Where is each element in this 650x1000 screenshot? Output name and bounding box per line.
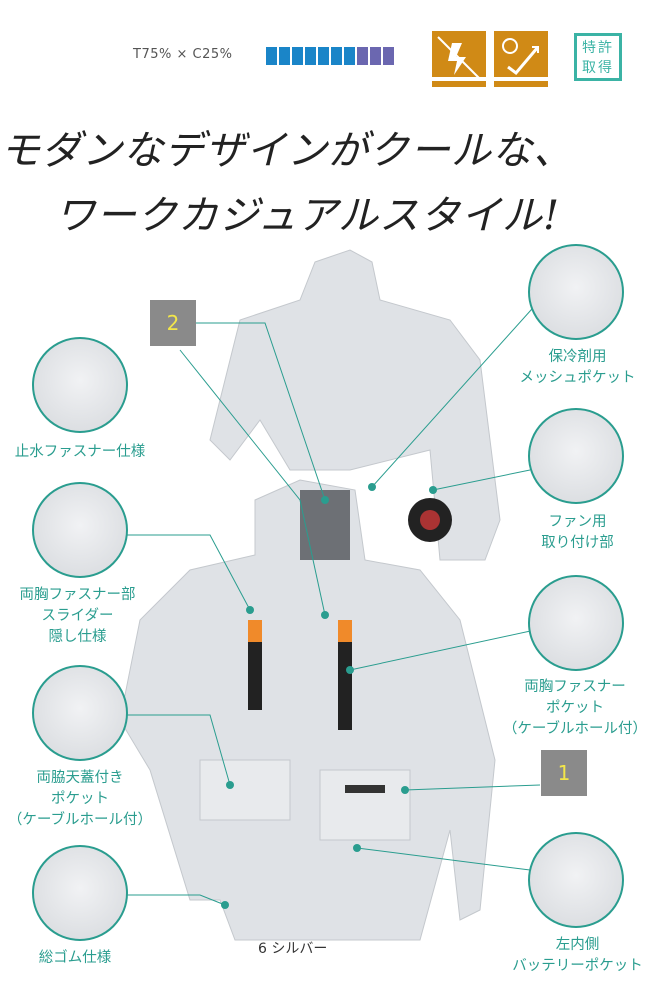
color-name: 6 シルバー [258, 941, 328, 957]
label-line: バッテリーポケット [512, 958, 643, 974]
chest-zip-label: 両胸ファスナー部スライダー隠し仕様 [5, 585, 150, 648]
ratio-segment [357, 47, 368, 65]
ratio-segment [344, 47, 355, 65]
mesh-pocket-photo [528, 244, 624, 340]
water-zip-photo [32, 337, 128, 433]
label-line: 両胸ファスナー [524, 679, 626, 695]
label-line: ポケット [51, 791, 109, 807]
ratio-segment [370, 47, 381, 65]
water-zip-label: 止水ファスナー仕様 [14, 444, 146, 460]
label-line: 両脇天蓋付き [36, 770, 124, 786]
ratio-segment [305, 47, 316, 65]
fan-label: ファン用取り付け部 [505, 512, 650, 554]
ratio-segment [279, 47, 290, 65]
chest-pocket-label: 両胸ファスナーポケット （ケーブルホール付） [495, 677, 650, 740]
fan-mount-photo [528, 408, 624, 504]
chest-pocket-photo [528, 575, 624, 671]
antistatic-icon [432, 31, 486, 87]
chest-zip-photo [32, 482, 128, 578]
ratio-segment [331, 47, 342, 65]
fabric-composition: T75% × C25% [133, 47, 233, 62]
patent-badge: 特許取得 [574, 33, 622, 81]
uv-cut-icon [494, 31, 548, 87]
label-line: （ケーブルホール付） [7, 812, 153, 828]
label-line: ポケット [546, 700, 604, 716]
label-line: 隠し仕様 [48, 629, 107, 645]
elastic-label: 総ゴム仕様 [38, 950, 112, 966]
label-line: 取り付け部 [541, 535, 614, 551]
label-line: メッシュポケット [519, 370, 636, 386]
patent-line2: 取得 [582, 60, 614, 76]
ratio-segment [266, 47, 277, 65]
label-line: 両胸ファスナー部 [19, 587, 136, 603]
side-pocket-photo [32, 665, 128, 761]
headline-line2: ワークカジュアルスタイル! [55, 193, 561, 239]
side-pocket-label: 両脇天蓋付きポケット （ケーブルホール付） [0, 768, 160, 831]
label-line: ファン用 [548, 514, 607, 530]
badge-1: 1 [541, 750, 587, 796]
mesh-pocket-label: 保冷剤用メッシュポケット [505, 347, 650, 389]
ratio-segment [318, 47, 329, 65]
battery-pocket-label: 左内側バッテリーポケット [500, 935, 650, 977]
ratio-segment [292, 47, 303, 65]
headline-line1: モダンなデザインがクールな、 [0, 128, 574, 174]
label-line: 左内側 [555, 937, 600, 953]
battery-pocket-photo [528, 832, 624, 928]
fabric-ratio-bar [266, 47, 394, 65]
ratio-segment [383, 47, 394, 65]
elastic-hem-photo [32, 845, 128, 941]
label-line: 保冷剤用 [548, 349, 607, 365]
label-line: スライダー [41, 608, 114, 624]
label-line: （ケーブルホール付） [502, 721, 648, 737]
patent-line1: 特許 [582, 40, 614, 56]
badge-2: 2 [150, 300, 196, 346]
